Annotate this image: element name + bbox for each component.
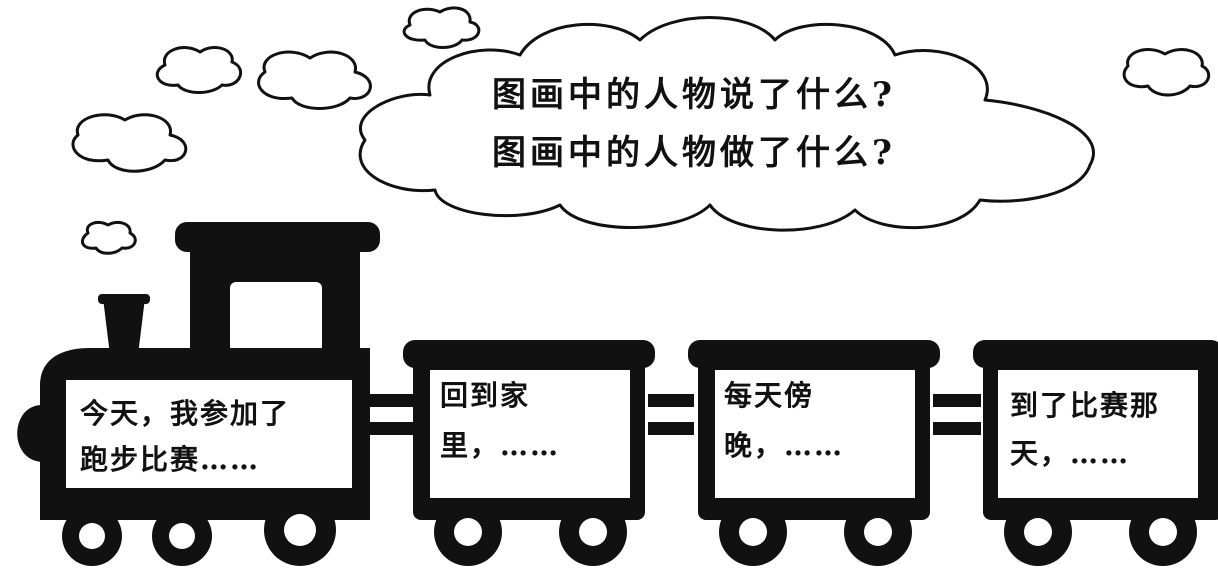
car3-text-line1: 到了比赛那 [1010, 389, 1161, 422]
engine [17, 222, 380, 566]
engine-panel [66, 380, 352, 488]
engine-text-line2: 跑步比赛…… [80, 443, 261, 476]
car3-text-line2: 天，…… [1010, 437, 1131, 470]
car1-text-line2: 里，…… [440, 429, 561, 462]
car1-text-line1: 回到家 [440, 379, 531, 412]
cab-roof [175, 222, 380, 252]
small-clouds [71, 6, 1211, 255]
car2-text-line1: 每天傍 [724, 379, 815, 412]
car-1 [403, 340, 655, 566]
car-3 [973, 340, 1218, 566]
engine-text-line1: 今天，我参加了 [80, 397, 291, 430]
car-2 [688, 340, 940, 566]
couplers [368, 394, 981, 435]
cloud-question-said: 图画中的人物说了什么? [492, 75, 896, 115]
smokestack [103, 298, 145, 355]
thought-cloud [358, 16, 1095, 232]
engine-nose [17, 405, 42, 462]
car2-text-line2: 晚，…… [724, 429, 845, 462]
cloud-question-did: 图画中的人物做了什么? [492, 133, 896, 173]
cab-window [230, 282, 322, 362]
